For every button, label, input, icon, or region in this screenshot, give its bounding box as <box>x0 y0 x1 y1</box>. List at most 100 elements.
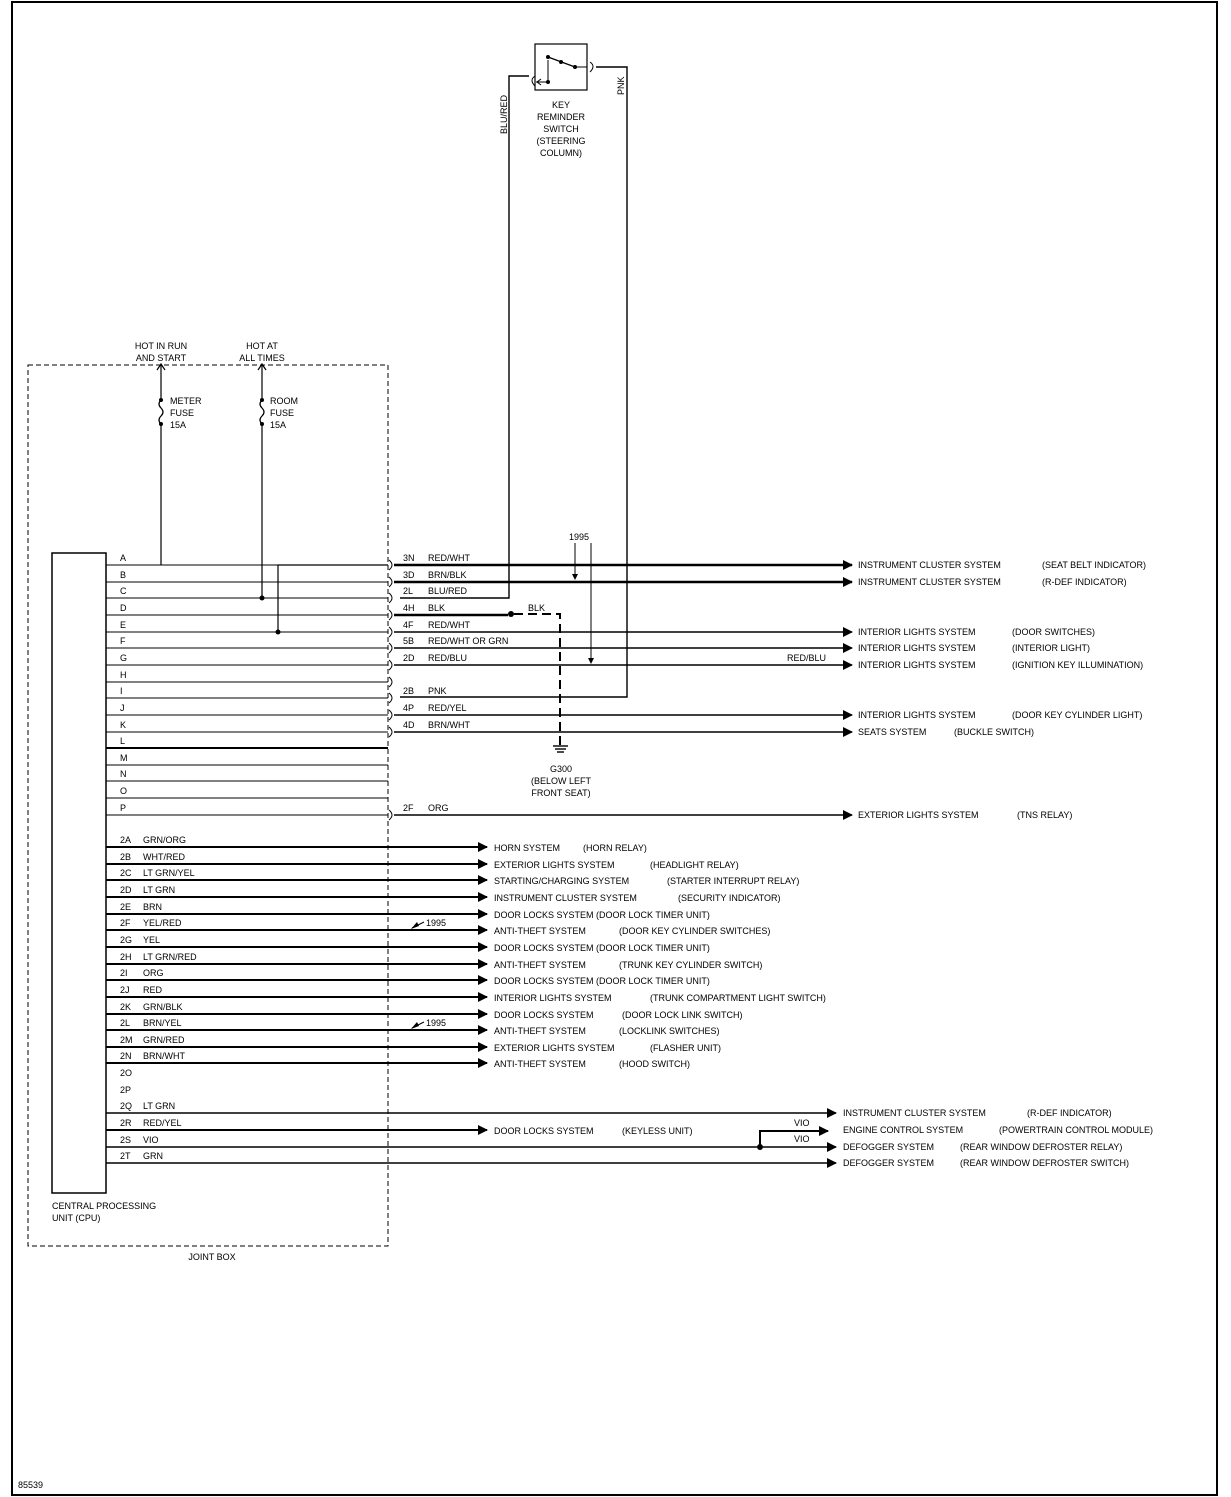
connector-id: 5B <box>403 636 414 646</box>
connector-id: 4F <box>403 620 414 630</box>
wire-color: BRN/YEL <box>143 1018 182 1028</box>
joint-box <box>27 364 389 1247</box>
cpu-pin-2h: 2H <box>120 952 132 962</box>
cpu-pin-m: M <box>120 753 128 763</box>
key-reminder-switch: KEY REMINDER SWITCH (STEERING COLUMN) BL… <box>400 43 628 698</box>
wire-color: LT GRN/YEL <box>143 868 195 878</box>
cpu-pin-p: P <box>120 803 126 813</box>
room-fuse-rating: 15A <box>270 420 286 430</box>
cpu-pin-e: E <box>120 620 126 630</box>
year-note-lower-2: 1995 <box>426 1018 446 1028</box>
cpu-pin-2k: 2K <box>120 1002 131 1012</box>
vio-splice: VIO VIO <box>757 1118 829 1150</box>
connector-id: 2D <box>403 653 415 663</box>
cpu-pin-o: O <box>120 786 127 796</box>
power-source-1-line2: AND START <box>136 353 187 363</box>
target-detail: (TRUNK COMPARTMENT LIGHT SWITCH) <box>650 993 826 1003</box>
wire-color: YEL/RED <box>143 918 182 928</box>
cpu-pin-a: A <box>120 553 126 563</box>
cpu-pin-2c: 2C <box>120 868 132 878</box>
target-detail: (DOOR SWITCHES) <box>1012 627 1095 637</box>
right-target-system: ENGINE CONTROL SYSTEM <box>843 1125 963 1135</box>
meter-fuse-rating: 15A <box>170 420 186 430</box>
target-detail: (BUCKLE SWITCH) <box>954 727 1034 737</box>
connector-symbol <box>388 676 393 688</box>
target-system: DOOR LOCKS SYSTEM <box>494 1126 594 1136</box>
connector-symbol <box>388 726 393 738</box>
wire-color: RED/BLU <box>428 653 467 663</box>
target-detail: (DOOR KEY CYLINDER LIGHT) <box>1012 710 1142 720</box>
cpu-pin-2a: 2A <box>120 835 131 845</box>
connector-symbol <box>388 642 393 654</box>
target-detail: (TRUNK KEY CYLINDER SWITCH) <box>619 960 762 970</box>
target-system: DOOR LOCKS SYSTEM (DOOR LOCK TIMER UNIT) <box>494 976 710 986</box>
wire-color: BLK <box>428 603 445 613</box>
wire-color: ORG <box>428 803 449 813</box>
meter-fuse-word: FUSE <box>170 408 194 418</box>
cpu-pin-2m: 2M <box>120 1035 133 1045</box>
cpu-pin-2o: 2O <box>120 1068 132 1078</box>
cpu-pin-2p: 2P <box>120 1085 131 1095</box>
cpu-pin-2q: 2Q <box>120 1101 132 1111</box>
year-note-lower-1: 1995 <box>426 918 446 928</box>
target-detail: (DOOR LOCK LINK SWITCH) <box>622 1010 743 1020</box>
target-detail: (HEADLIGHT RELAY) <box>650 860 739 870</box>
connector-symbol <box>388 659 393 671</box>
target-system: INTERIOR LIGHTS SYSTEM <box>858 710 976 720</box>
wire-color: RED/YEL <box>428 703 467 713</box>
target-detail: (HOOD SWITCH) <box>619 1059 690 1069</box>
cpu-pin-d: D <box>120 603 127 613</box>
key-switch-line4: (STEERING <box>536 136 585 146</box>
cpu-pin-2b: 2B <box>120 852 131 862</box>
wire-color: ORG <box>143 968 164 978</box>
ground-line2: (BELOW LEFT <box>531 776 592 786</box>
cpu-pin-g: G <box>120 653 127 663</box>
wire-color: RED/WHT OR GRN <box>428 636 508 646</box>
vio-label-top: VIO <box>794 1118 810 1128</box>
connector-id: 2L <box>403 586 413 596</box>
target-detail: (STARTER INTERRUPT RELAY) <box>667 876 799 886</box>
cpu-pin-i: I <box>120 686 123 696</box>
cpu-pin-f: F <box>120 636 126 646</box>
connector-symbol <box>388 592 393 604</box>
wire-color: RED/WHT <box>428 553 470 563</box>
cpu-pin-2i: 2I <box>120 968 128 978</box>
wire-color: BLU/RED <box>428 586 468 596</box>
target-system: DOOR LOCKS SYSTEM (DOOR LOCK TIMER UNIT) <box>494 910 710 920</box>
cpu-pin-2e: 2E <box>120 902 131 912</box>
wire-color: GRN <box>143 1151 163 1161</box>
page-border <box>11 1 1218 1496</box>
power-source-2-line2: ALL TIMES <box>239 353 285 363</box>
connector-symbol <box>388 626 393 638</box>
target-system: ANTI-THEFT SYSTEM <box>494 926 586 936</box>
wire-color: PNK <box>428 686 447 696</box>
ground-name: G300 <box>550 764 572 774</box>
wire-color: YEL <box>143 935 160 945</box>
target-system: STARTING/CHARGING SYSTEM <box>494 876 629 886</box>
right-target-detail: (REAR WINDOW DEFROSTER RELAY) <box>960 1142 1122 1152</box>
connector-id: 4H <box>403 603 415 613</box>
wire-color: LT GRN <box>143 885 175 895</box>
wire-color: BRN <box>143 902 162 912</box>
cpu-label-line2: UNIT (CPU) <box>52 1213 100 1223</box>
cpu-pin-2j: 2J <box>120 985 130 995</box>
target-detail: (SECURITY INDICATOR) <box>678 893 781 903</box>
cpu-pin-2d: 2D <box>120 885 132 895</box>
target-system: INSTRUMENT CLUSTER SYSTEM <box>494 893 637 903</box>
wire-color: BRN/WHT <box>428 720 470 730</box>
year-variation-upper: 1995 <box>569 532 594 664</box>
wire-color: RED/YEL <box>143 1118 182 1128</box>
joint-box-label: JOINT BOX <box>188 1252 235 1262</box>
wire-color: LT GRN <box>143 1101 175 1111</box>
cpu-pin-l: L <box>120 736 125 746</box>
right-target-detail: (POWERTRAIN CONTROL MODULE) <box>999 1125 1153 1135</box>
cpu-pin-k: K <box>120 720 126 730</box>
cpu-pin-2s: 2S <box>120 1135 131 1145</box>
power-source-2-line1: HOT AT <box>246 341 278 351</box>
cpu-pin-2g: 2G <box>120 935 132 945</box>
wire-color: RED <box>143 985 163 995</box>
target-detail: (IGNITION KEY ILLUMINATION) <box>1012 660 1143 670</box>
cpu-pin-h: H <box>120 670 127 680</box>
